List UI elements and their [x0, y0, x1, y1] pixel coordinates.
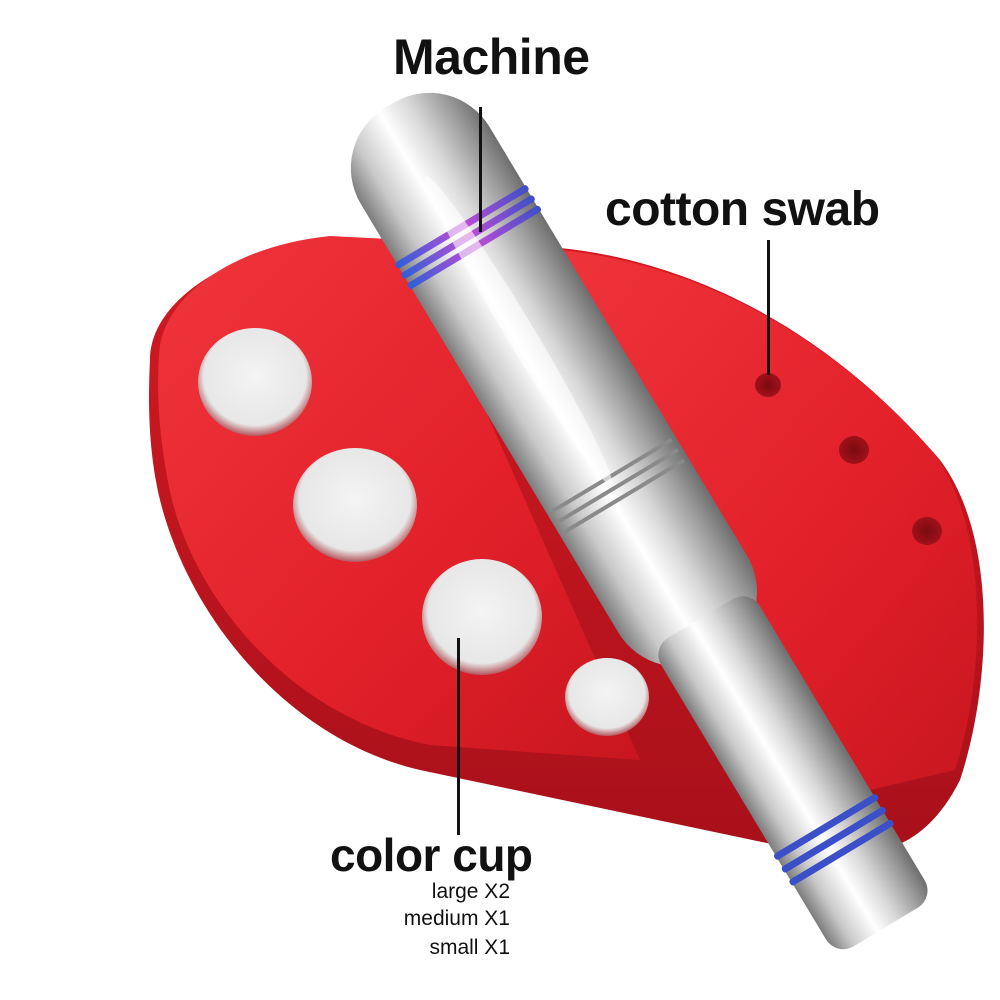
machine-ring-blue-1	[773, 794, 879, 860]
machine-lower	[658, 596, 928, 950]
color-cup-medium	[422, 559, 542, 675]
machine-groove-1	[550, 437, 673, 514]
color-cup-detail-medium: medium X1	[403, 907, 510, 930]
cotton-swab-hole-3	[912, 517, 942, 545]
color-cup-detail-large: large X2	[431, 880, 510, 903]
color-cup-large-1	[198, 328, 312, 436]
cotton-swab-hole-1	[755, 373, 781, 397]
machine-label: Machine	[393, 29, 590, 85]
tattoo-machine	[350, 92, 928, 950]
holder	[149, 236, 984, 855]
cotton-swab-label: cotton swab	[605, 183, 880, 236]
color-cup-leader-line	[457, 638, 460, 835]
color-cup-label: color cup	[330, 829, 533, 881]
machine-ring-blue-2	[781, 806, 886, 873]
color-cup-large-2	[293, 448, 417, 562]
machine-ring-blue-3	[789, 819, 894, 886]
cotton-swab-hole-2	[839, 436, 869, 464]
color-cup-small	[565, 658, 649, 736]
machine-leader-line	[479, 107, 482, 232]
color-cup-detail-small: small X1	[429, 936, 510, 959]
machine-highlight	[425, 176, 613, 486]
machine-groove-3	[562, 458, 685, 535]
cotton-swab-leader-line	[767, 240, 770, 375]
machine-groove-2	[556, 448, 679, 524]
